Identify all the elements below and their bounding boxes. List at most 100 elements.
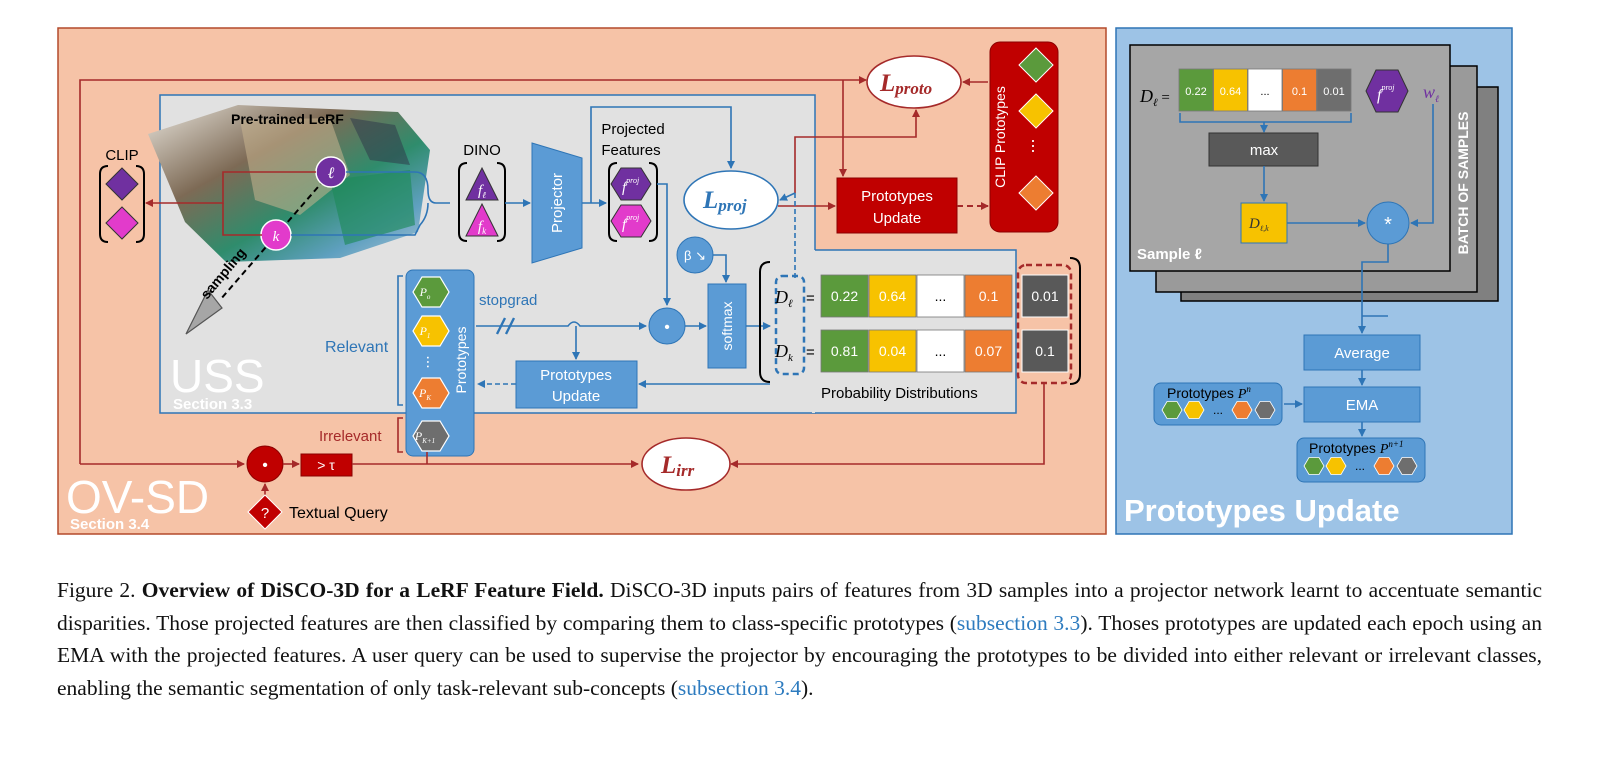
caption-bold: Overview of DiSCO-3D for a LeRF Feature … (141, 578, 604, 602)
figure-caption: Figure 2. Overview of DiSCO-3D for a LeR… (57, 574, 1542, 704)
svg-text:wℓ: wℓ (1423, 82, 1439, 105)
dist-l-cell (916, 274, 965, 318)
right-dist-value: 0.01 (1323, 86, 1344, 98)
right-dist-cell (1178, 68, 1214, 112)
svg-text:Lirr: Lirr (660, 452, 695, 480)
proto-update-blue-l1: Prototypes (540, 367, 612, 384)
proto-update-red-l2: Update (873, 210, 921, 227)
dlk-block (1240, 202, 1288, 244)
dist-k-cell (916, 329, 965, 373)
dino-label: DINO (463, 142, 501, 159)
projected-features-line1: Projected (601, 121, 664, 138)
max-block (1208, 132, 1319, 167)
svg-text:> τ: > τ (317, 457, 335, 473)
proto-dot (1303, 457, 1325, 475)
dist-k-value: 0.07 (975, 343, 1002, 359)
right-dist-cell (1316, 68, 1352, 112)
svg-text:Prototypes Pn: Prototypes Pn (1167, 384, 1251, 402)
ovsd-section: Section 3.4 (70, 516, 150, 533)
svg-text:Dℓ,k: Dℓ,k (1248, 216, 1269, 233)
right-dist-value: 0.64 (1220, 86, 1241, 98)
dist-k-value: ... (935, 343, 947, 359)
svg-text:*: * (1384, 214, 1392, 236)
dist-k-value: 0.81 (831, 343, 858, 359)
clip-label: CLIP (105, 147, 138, 164)
projector-label: Projector (549, 173, 566, 233)
loss-proto (866, 55, 962, 109)
query-icon (247, 494, 283, 530)
softmax-label: softmax (719, 301, 735, 350)
projector-block (531, 142, 583, 264)
textual-query-label: Textual Query (289, 505, 388, 522)
sample-point-k-label: k (273, 229, 280, 245)
caption-ref2-link[interactable]: subsection 3.4 (677, 675, 801, 700)
dist-l-irr-cell (1021, 274, 1069, 318)
svg-text:Dℓ =: Dℓ = (1139, 86, 1170, 109)
caption-part3: ). (800, 675, 814, 700)
right-dist-cell (1213, 68, 1248, 112)
right-dist-value: 0.1 (1292, 86, 1307, 98)
dist-k-value: 0.04 (879, 343, 906, 359)
ovsd-title: OV-SD (66, 471, 209, 523)
prototype-item (412, 276, 450, 308)
uss-title: USS (170, 350, 265, 402)
proj-feature-k (610, 204, 652, 238)
sample-label: Sample ℓ (1137, 246, 1202, 263)
svg-text:fproj: fproj (1377, 83, 1395, 104)
svg-text:•: • (262, 457, 268, 474)
svg-text:Average: Average (1334, 345, 1390, 362)
svg-text:...: ... (1028, 138, 1048, 153)
caption-ref1-link[interactable]: subsection 3.3 (956, 610, 1081, 635)
prototype-item-label: P1 (419, 324, 431, 340)
svg-text:Dk: Dk (774, 341, 794, 364)
svg-text:fℓ: fℓ (478, 183, 486, 200)
clip-proto-orange (1018, 175, 1054, 211)
clip-proto-yellow (1018, 93, 1054, 129)
svg-text:?: ? (261, 505, 269, 522)
right-dist-value: ... (1260, 86, 1269, 98)
dist-l-cell (868, 274, 917, 318)
projected-features-line2: Features (601, 142, 660, 159)
clip-prototypes-label: CLIP Prototypes (992, 86, 1008, 188)
dist-k-cell (964, 329, 1013, 373)
prototypes-n-box (1153, 382, 1283, 426)
loss-proj (683, 170, 779, 230)
dist-l-value: 0.22 (831, 288, 858, 304)
caption-part2: ). Thoses prototypes are updated each ep… (57, 610, 1542, 700)
right-proj-feature (1365, 69, 1409, 113)
average-block (1303, 334, 1421, 371)
dist-l-irr-value: 0.01 (1031, 288, 1058, 304)
proto-update-red-l1: Prototypes (861, 188, 933, 205)
prototypes-n1-dots: ... (1303, 457, 1418, 475)
svg-text:Lproto: Lproto (879, 70, 932, 98)
svg-text:Lproj: Lproj (702, 187, 747, 215)
threshold-box (300, 453, 353, 477)
svg-text:...: ... (423, 355, 440, 368)
dist-l-cell (964, 274, 1013, 318)
pretrained-lerf-label: Pre-trained LeRF (231, 111, 344, 127)
dist-k-irr-cell (1021, 329, 1069, 373)
proto-dot (1161, 401, 1183, 419)
svg-text:fk: fk (478, 219, 487, 236)
svg-text:fproj: fproj (622, 176, 640, 196)
clip-proto-green (1018, 47, 1054, 83)
proto-dot (1231, 401, 1253, 419)
dist-l-value: 0.64 (879, 288, 906, 304)
uss-section: Section 3.3 (173, 396, 252, 413)
svg-text:=: = (806, 290, 815, 307)
proto-update-blue-l2: Update (552, 388, 600, 405)
dino-feature-l (465, 166, 499, 201)
loss-irr (641, 437, 731, 491)
svg-text:Prototypes Pn+1: Prototypes Pn+1 (1309, 439, 1403, 457)
proj-feature-l (610, 167, 652, 201)
prob-dist-label: Probability Distributions (821, 385, 978, 402)
stopgrad-label: stopgrad (479, 292, 537, 309)
dist-l-value: ... (935, 288, 947, 304)
sampling-cone (185, 288, 223, 335)
batch-label: BATCH OF SAMPLES (1455, 112, 1471, 255)
proto-dots-ellipsis: ... (1355, 459, 1365, 473)
dist-k-cell (868, 329, 917, 373)
